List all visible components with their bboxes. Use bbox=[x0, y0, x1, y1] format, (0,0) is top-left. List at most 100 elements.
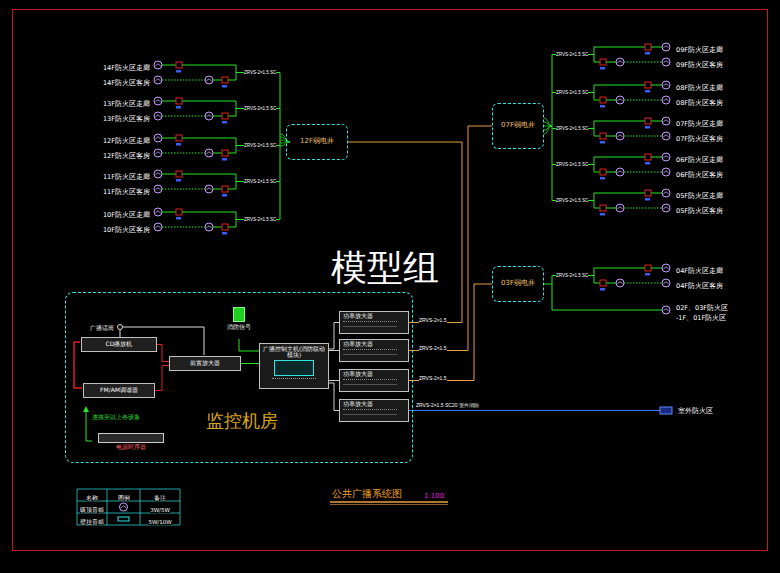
zone-label-holder: 04F防火区走廊 bbox=[676, 259, 723, 277]
speaker-outline bbox=[662, 264, 670, 272]
speaker-outline bbox=[662, 306, 670, 314]
cable-spec-holder: ZRVS-2×1.5 SC bbox=[556, 188, 588, 206]
speaker-outline bbox=[662, 58, 670, 66]
zone-label-holder: 10F防火区走廊 bbox=[103, 203, 150, 221]
blue-tag bbox=[600, 177, 605, 180]
speaker-outline bbox=[154, 223, 162, 231]
ceiling-speaker-symbol bbox=[154, 61, 162, 69]
title-holder: 公共广播系统图 bbox=[332, 483, 402, 501]
wire bbox=[624, 283, 662, 284]
amplifier-panel bbox=[343, 321, 397, 327]
wire bbox=[213, 227, 222, 228]
scale-label-holder: 1:100 bbox=[424, 484, 444, 502]
ceiling-speaker-symbol bbox=[662, 204, 670, 212]
ceiling-speaker-symbol bbox=[662, 189, 670, 197]
blue-tag bbox=[600, 141, 605, 144]
cable-spec-holder: ZRVS-2×1.5 SC bbox=[556, 80, 588, 98]
cable-spec-holder: ZRVS-2×1.5 SC bbox=[244, 169, 276, 187]
speaker-outline bbox=[616, 58, 624, 66]
ceiling-speaker-symbol bbox=[154, 76, 162, 84]
ceiling-speaker-symbol bbox=[662, 279, 670, 287]
speaker-cone bbox=[664, 171, 669, 173]
speaker-outline bbox=[205, 185, 213, 193]
zone-label: 10F防火区走廊 bbox=[103, 211, 150, 219]
table-cell-holder: 壁挂音箱 bbox=[80, 510, 104, 528]
ceiling-speaker-symbol bbox=[154, 97, 162, 105]
speaker-cone bbox=[664, 192, 669, 194]
watermark: 模型组 bbox=[331, 247, 439, 288]
speaker-cone bbox=[618, 282, 623, 284]
cable-spec-holder: ZRVS-2×1.5 SC bbox=[556, 116, 588, 134]
speaker-outline bbox=[154, 170, 162, 178]
speaker-cone bbox=[664, 61, 669, 63]
zone-label: 04F防火区走廊 bbox=[676, 267, 723, 275]
cable-bundle bbox=[280, 140, 290, 142]
cable-spec-holder: ZRVS-2×1.5 SC bbox=[244, 96, 276, 114]
wire bbox=[594, 62, 600, 63]
wire bbox=[594, 47, 595, 62]
wire bbox=[606, 136, 616, 137]
ceiling-speaker-symbol bbox=[205, 223, 213, 231]
zone-label: 02F、03F防火区 bbox=[676, 304, 728, 312]
zone-label-holder: 室外防火区 bbox=[678, 399, 713, 417]
speaker-cone bbox=[156, 115, 161, 117]
wire bbox=[651, 47, 662, 48]
node-label: 广播控制主机(消防联动模块) bbox=[262, 346, 326, 358]
cable-bundle bbox=[280, 142, 290, 146]
connector bbox=[329, 350, 339, 351]
node-label: 电源时序器 bbox=[116, 444, 146, 451]
speaker-outline bbox=[205, 112, 213, 120]
speaker-cone bbox=[156, 152, 161, 154]
wire bbox=[651, 85, 662, 86]
wire bbox=[162, 138, 176, 139]
speaker-cone bbox=[664, 309, 669, 311]
volume-control-symbol bbox=[600, 205, 606, 211]
microphone-head bbox=[118, 325, 123, 330]
control-room-region: CD播放机FM/AM调谐器前置放大器消防信号广播控制主机(消防联动模块)功率放大… bbox=[65, 292, 413, 463]
cable-spec: ZRVS-2×1.5 SC bbox=[556, 273, 588, 278]
table-cell-holder: 3W/5W bbox=[150, 498, 170, 516]
volume-control-symbol bbox=[645, 265, 651, 271]
ceiling-speaker-symbol bbox=[616, 96, 624, 104]
table-cell: 壁挂音箱 bbox=[80, 519, 104, 525]
speaker-outline bbox=[205, 223, 213, 231]
diagram-title: 公共广播系统图 bbox=[332, 488, 402, 499]
cable-spec: ZRVS-2×1.5 bbox=[419, 345, 447, 351]
cable-spec-holder: ZRVS-2×1.5 SC bbox=[244, 133, 276, 151]
wire bbox=[606, 208, 616, 209]
blue-tag bbox=[645, 162, 650, 165]
zone-label: 08F防火区走廊 bbox=[676, 84, 723, 92]
speaker-outline bbox=[205, 149, 213, 157]
blue-tag bbox=[222, 158, 227, 161]
speaker-cone bbox=[664, 99, 669, 101]
power-sequencer-box: 电源时序器 bbox=[93, 433, 169, 460]
node-label: 功率放大器 bbox=[343, 341, 405, 347]
zone-label-holder: 08F防火区走廊 bbox=[676, 76, 723, 94]
outdoor-speaker-symbol bbox=[660, 407, 672, 414]
speaker-outline bbox=[662, 279, 670, 287]
wire bbox=[162, 153, 205, 154]
speaker-outline bbox=[616, 132, 624, 140]
ceiling-speaker-symbol bbox=[662, 58, 670, 66]
speaker-outline bbox=[616, 168, 624, 176]
zone-label-holder: 05F防火区客房 bbox=[676, 199, 723, 217]
volume-control-symbol bbox=[222, 77, 228, 83]
wire bbox=[651, 268, 662, 269]
device-label-holder: 广播话筒 bbox=[90, 316, 114, 334]
speaker-cone bbox=[156, 226, 161, 228]
cable-bundle bbox=[544, 284, 552, 285]
table-cell-holder: 名称 bbox=[86, 486, 98, 504]
ceiling-speaker-symbol bbox=[154, 208, 162, 216]
wire bbox=[162, 101, 176, 102]
zone-label-holder: 02F、03F防火区 bbox=[676, 296, 728, 314]
zone-label: 12F防火区客房 bbox=[103, 152, 150, 160]
ceiling-speaker-symbol bbox=[205, 76, 213, 84]
speaker-cone bbox=[664, 207, 669, 209]
speaker-cone bbox=[207, 115, 212, 117]
speaker-cone bbox=[664, 267, 669, 269]
volume-control-symbol bbox=[176, 171, 182, 177]
node-label: 12F弱电井 bbox=[300, 138, 334, 146]
cable-bundle bbox=[544, 126, 552, 134]
ceiling-speaker-symbol bbox=[154, 149, 162, 157]
blue-tag bbox=[645, 126, 650, 129]
